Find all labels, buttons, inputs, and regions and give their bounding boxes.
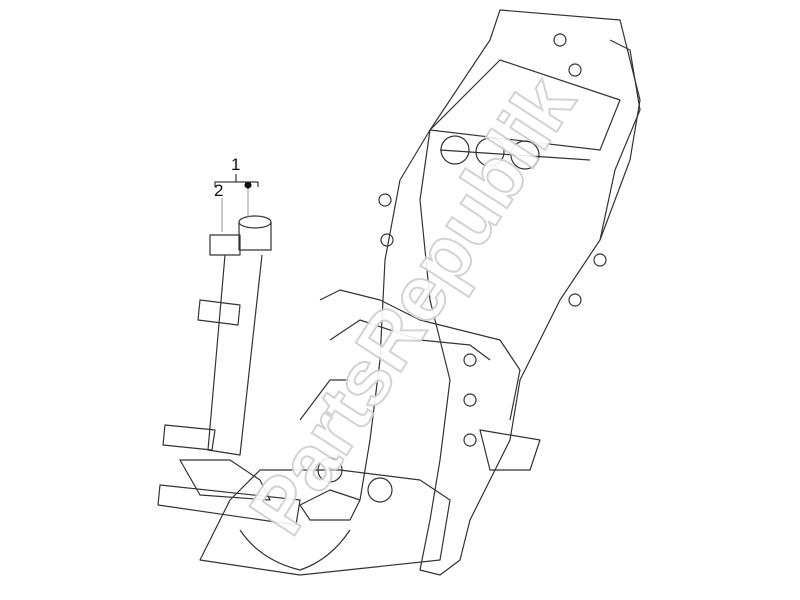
callout-1[interactable]: 1 xyxy=(231,155,241,174)
frame-body xyxy=(199,9,641,576)
steering-tube xyxy=(157,215,301,526)
callout-leaders xyxy=(214,174,259,232)
callout-2[interactable]: 2 xyxy=(214,181,224,200)
